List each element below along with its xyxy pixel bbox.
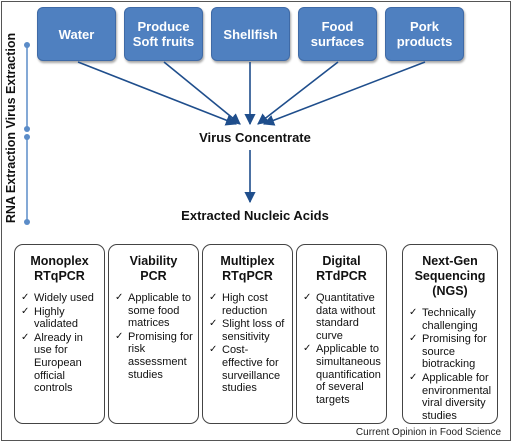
source-box-water: Water [37,7,116,61]
method-box-ngs: Next-Gen Sequencing (NGS) Technically ch… [402,244,498,424]
method-title: Multiplex RTqPCR [220,254,275,283]
method-box-digital: Digital RTdPCR Quantitative data without… [296,244,387,424]
method-points: Applicable to some food matrices Promisi… [109,292,198,381]
method-point: Quantitative data without standard curve [303,292,382,342]
method-points: Widely used Highly validated Already in … [15,292,104,395]
method-points: High cost reduction Slight loss of sensi… [203,292,292,395]
method-point: High cost reduction [209,292,288,317]
source-box-produce: Produce Soft fruits [124,7,203,61]
method-point: Slight loss of sensitivity [209,318,288,343]
method-point: Widely used [21,292,100,305]
method-point: Technically challenging [409,307,493,332]
method-point: Highly validated [21,306,100,331]
source-label: Shellfish [223,26,278,42]
arrow-produce [163,61,241,125]
source-label: Food surfaces [310,19,365,49]
method-point: Applicable for environmental viral diver… [409,372,493,422]
method-points: Technically challenging Promising for so… [403,307,497,422]
source-box-shellfish: Shellfish [211,7,290,61]
arrow-pork-products [262,61,426,126]
method-point: Promising for source biotracking [409,333,493,371]
method-points: Quantitative data without standard curve… [297,292,386,406]
method-point: Cost-effective for surveillance studies [209,344,288,394]
method-title: Monoplex RTqPCR [30,254,89,283]
method-box-viability: Viability PCR Applicable to some food ma… [108,244,199,424]
method-point: Promising for risk assessment studies [115,331,194,381]
source-label: Water [58,26,95,42]
arrow-food-surfaces [257,61,339,125]
journal-credit: Current Opinion in Food Science [355,427,501,438]
method-point: Already in use for European official con… [21,332,100,395]
arrow-water [77,61,238,126]
virus-concentrate-label: Virus Concentrate [199,130,311,145]
method-title: Next-Gen Sequencing (NGS) [414,254,486,298]
source-label: Pork products [396,19,453,49]
method-title: Digital RTdPCR [316,254,367,283]
extracted-nucleic-acids-label: Extracted Nucleic Acids [181,208,329,223]
side-bracket-dots [24,42,30,225]
source-box-pork-products: Pork products [385,7,464,61]
source-arrows [77,61,426,204]
method-box-multiplex: Multiplex RTqPCR High cost reduction Sli… [202,244,293,424]
source-label: Produce Soft fruits [132,19,195,49]
method-point: Applicable to some food matrices [115,292,194,330]
source-box-food-surfaces: Food surfaces [298,7,377,61]
method-point: Applicable to simultaneous quantificatio… [303,343,382,406]
method-title: Viability PCR [129,254,178,283]
method-box-monoplex: Monoplex RTqPCR Widely used Highly valid… [14,244,105,424]
